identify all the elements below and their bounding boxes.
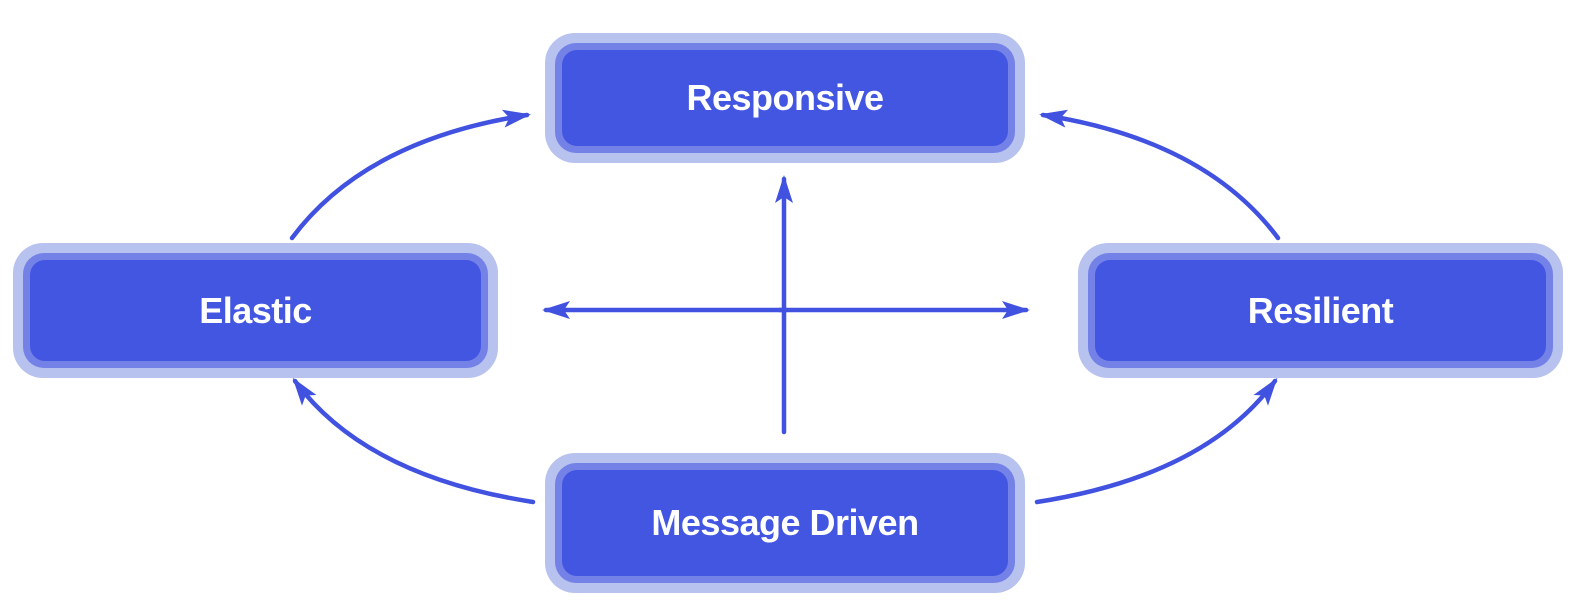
- node-resilient-body: Resilient: [1095, 260, 1546, 361]
- node-elastic: Elastic: [13, 243, 498, 378]
- node-resilient-ring: Resilient: [1088, 253, 1553, 368]
- node-resilient: Resilient: [1078, 243, 1563, 378]
- arrow-elastic-to-responsive: [289, 109, 531, 241]
- node-elastic-body: Elastic: [30, 260, 481, 361]
- arrow-message-driven-to-resilient: [1034, 377, 1278, 505]
- node-responsive-ring: Responsive: [555, 43, 1015, 153]
- node-responsive: Responsive: [545, 33, 1025, 163]
- node-resilient-label: Resilient: [1247, 289, 1394, 331]
- node-responsive-body: Responsive: [562, 50, 1008, 146]
- arrow-resilient-to-responsive: [1039, 109, 1281, 241]
- node-message-driven: Message Driven: [545, 453, 1025, 593]
- node-message-driven-label: Message Driven: [651, 502, 919, 543]
- node-message-driven-ring: Message Driven: [555, 463, 1015, 583]
- node-message-driven-body: Message Driven: [562, 470, 1008, 576]
- arrow-message-driven-to-elastic: [292, 377, 536, 505]
- node-elastic-ring: Elastic: [23, 253, 488, 368]
- node-elastic-label: Elastic: [199, 289, 312, 331]
- node-responsive-label: Responsive: [686, 77, 884, 118]
